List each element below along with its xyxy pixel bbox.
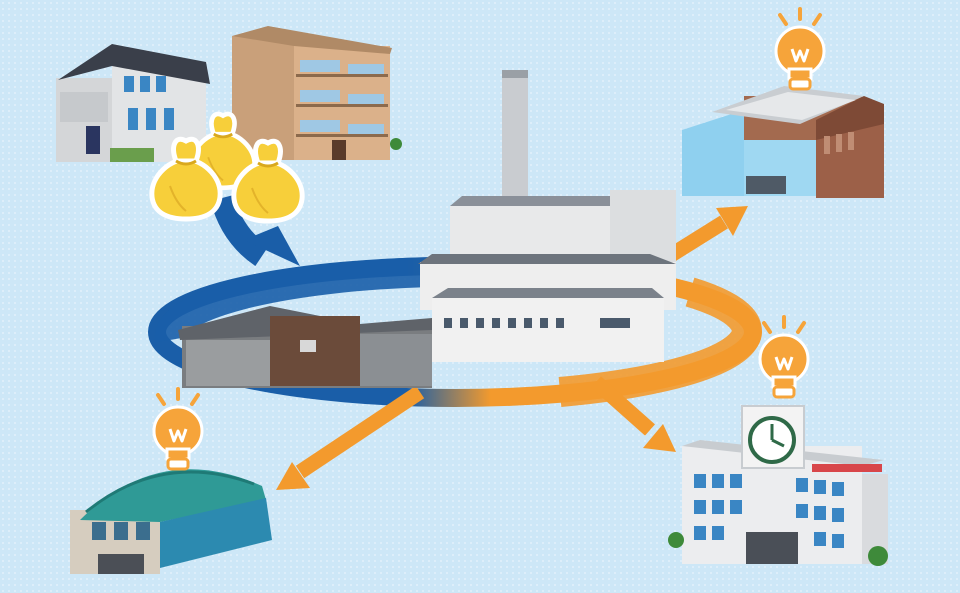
- gymnasium: [70, 469, 272, 574]
- energy-arrow-school: [591, 376, 676, 452]
- energy-arrow-gymnasium: [276, 385, 425, 490]
- house: [56, 44, 210, 162]
- school: [668, 405, 888, 566]
- waste-incineration-plant: [178, 70, 676, 388]
- light-bulb-icon: [154, 389, 202, 469]
- office-building: [682, 86, 884, 198]
- light-bulb-icon: [776, 9, 824, 89]
- apartment-building: [232, 26, 402, 160]
- waste-collection-arrow: [210, 194, 300, 266]
- light-bulb-icon: [760, 317, 808, 397]
